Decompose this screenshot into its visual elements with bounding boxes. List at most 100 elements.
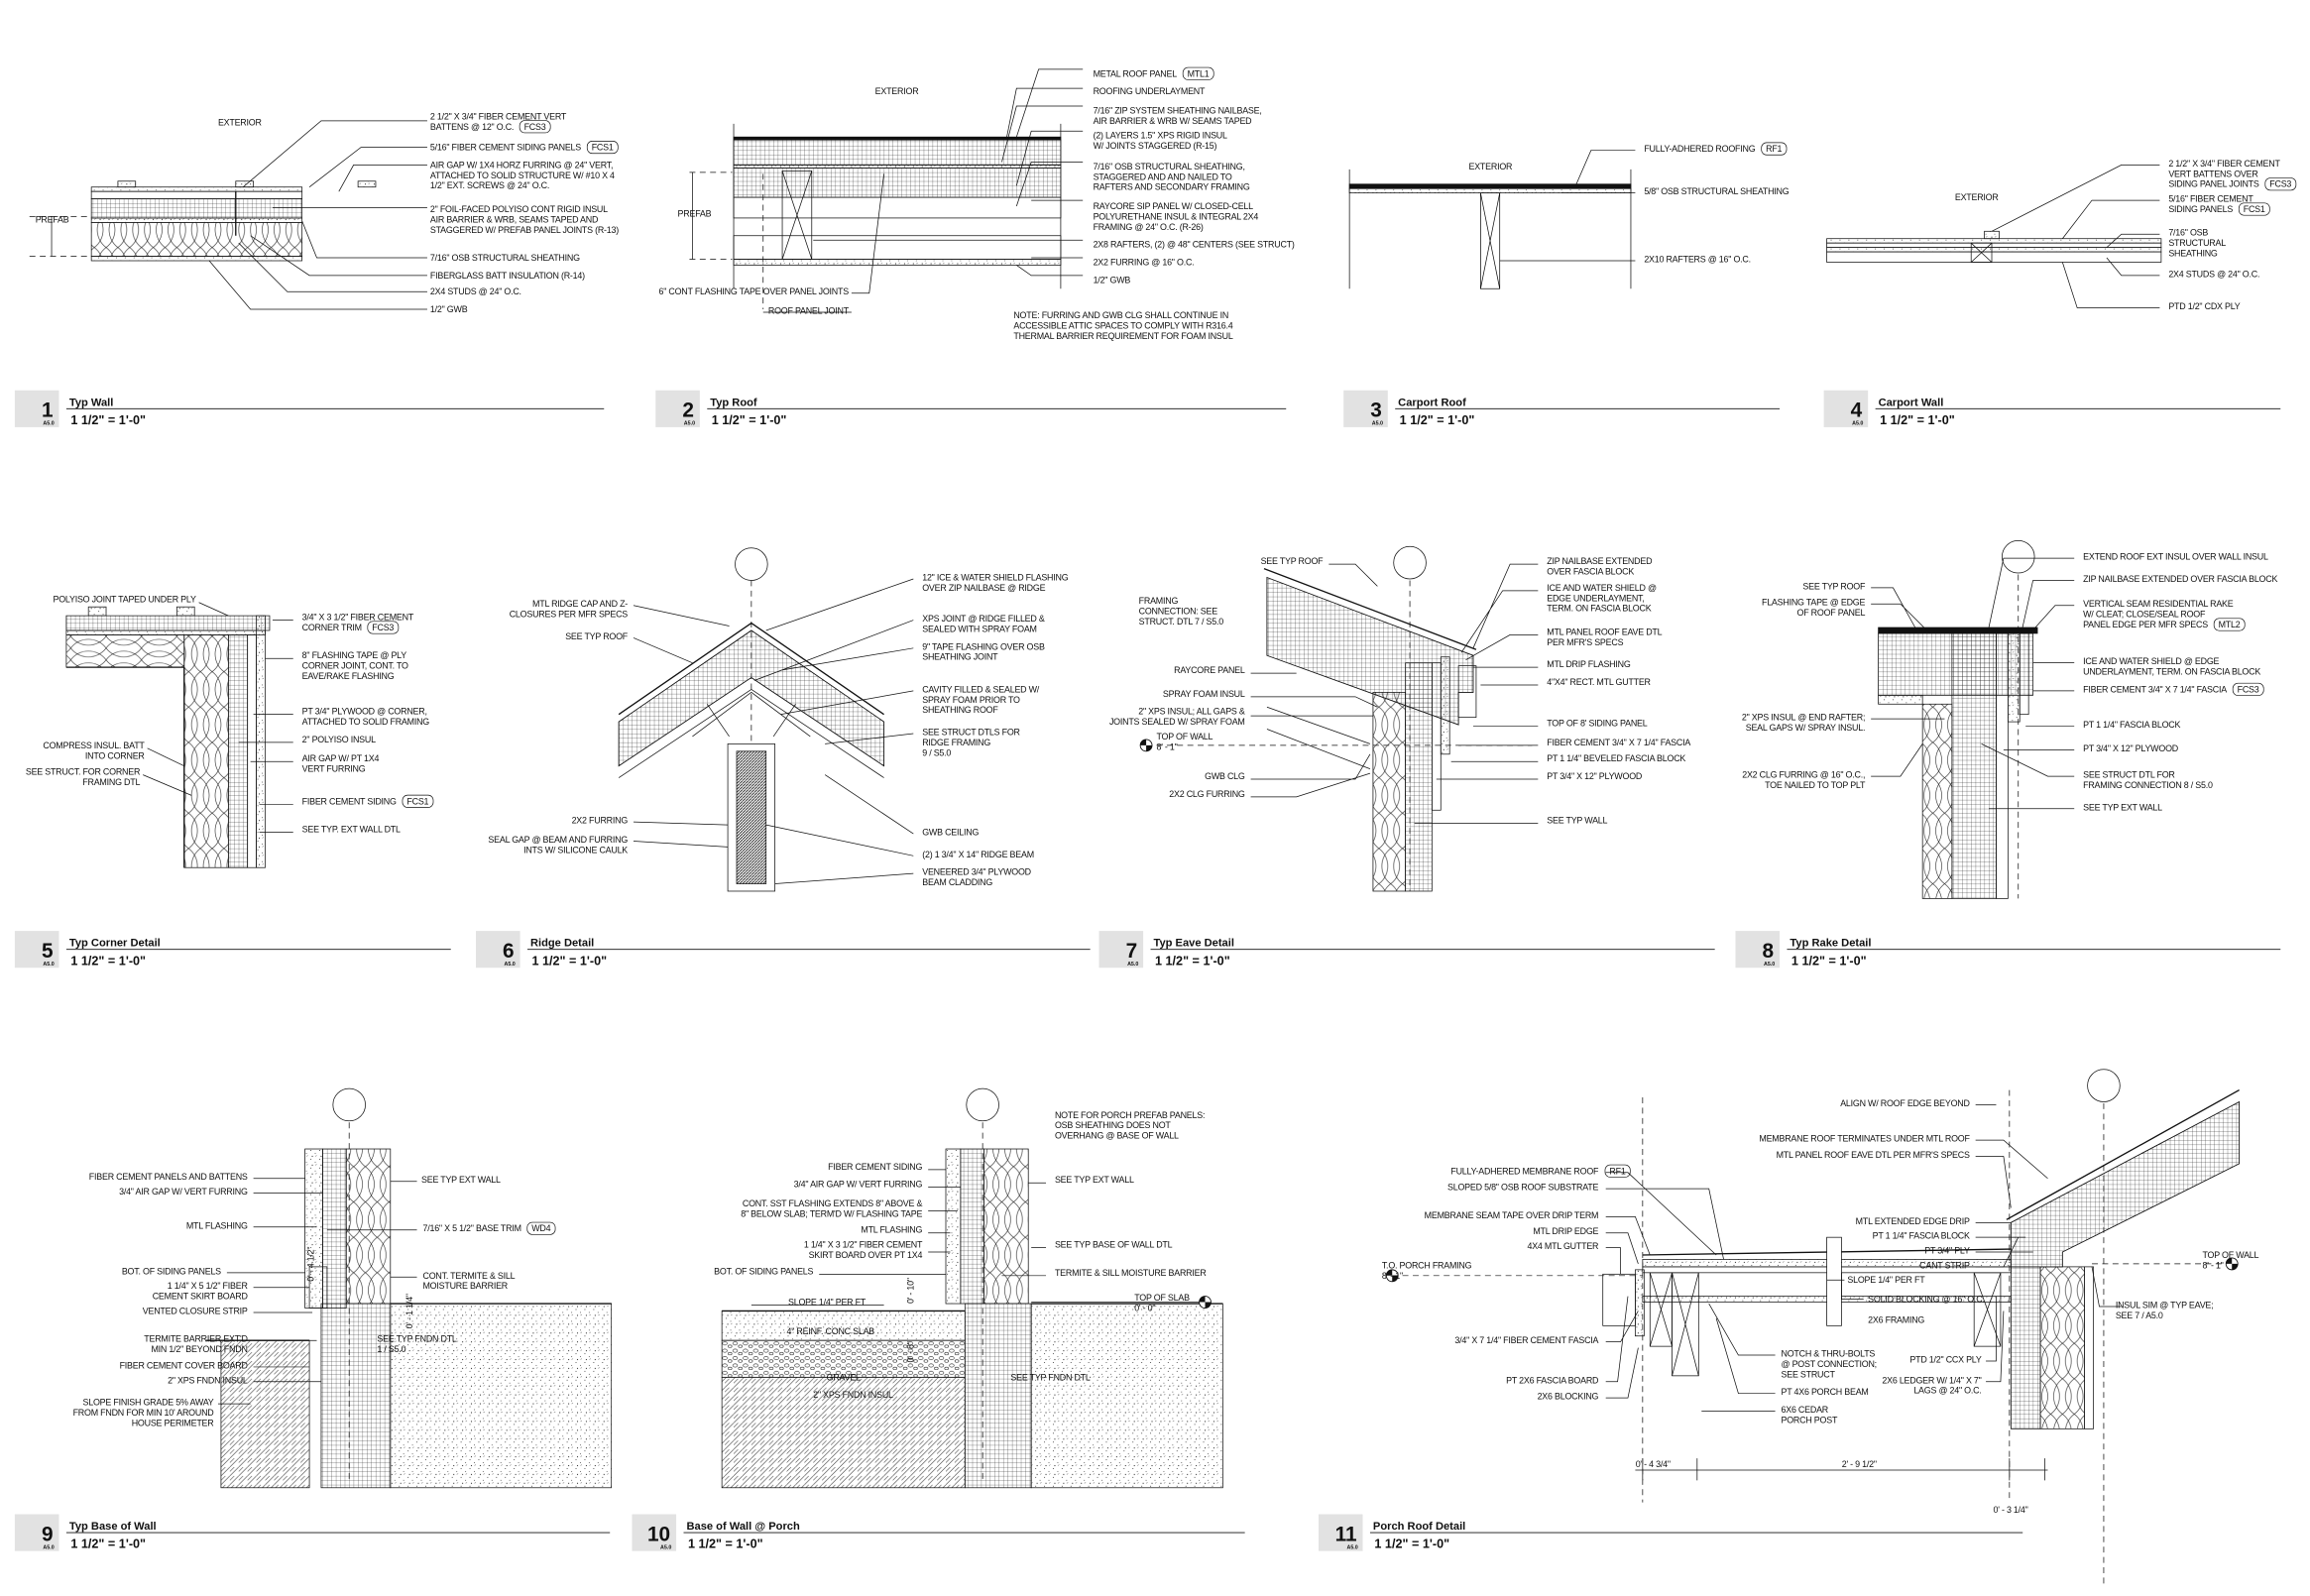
callout-text: VERT FURRING (302, 764, 366, 774)
callout-text: SEE STRUCT (1782, 1369, 1836, 1379)
callout-text: 0' - 10" (905, 1278, 915, 1304)
callout-text: PT 3/4" X 12" PLYWOOD (2083, 743, 2178, 753)
detail-title[interactable]: Carport Roof (1398, 397, 1466, 408)
callout-note: 2X2 FURRING (572, 816, 629, 826)
callout-text: CEMENT SKIRT BOARD (153, 1292, 248, 1302)
callout-text: ROOF PANEL JOINT (768, 306, 850, 316)
callout-note: MTL DRIP FLASHING (1547, 659, 1631, 669)
detail-title[interactable]: Typ Wall (69, 397, 114, 408)
detail-title[interactable]: Carport Wall (1879, 397, 1944, 408)
callout-text: FRAMING (1139, 596, 1179, 606)
callout-text: ROOFING UNDERLAYMENT (1094, 86, 1206, 96)
detail-title[interactable]: Typ Base of Wall (69, 1521, 157, 1533)
callout-text: MTL DRIP EDGE (1533, 1226, 1598, 1236)
callout-text: @ POST CONNECTION; (1782, 1359, 1877, 1369)
callout-text: 7/16" X 5 1/2" BASE TRIM (422, 1223, 520, 1233)
callout-text: FIBER CEMENT SIDING (302, 796, 397, 806)
callout-text: RAYCORE PANEL (1174, 665, 1245, 675)
callout-note: NOTCH & THRU-BOLTS@ POST CONNECTION;SEE … (1782, 1349, 1878, 1380)
callout-text: INSUL SIM @ TYP EAVE; (2116, 1301, 2214, 1311)
detail-title[interactable]: Typ Eave Detail (1154, 938, 1234, 950)
sheet-reference: A5.0 (1764, 962, 1775, 968)
detail-title[interactable]: Ridge Detail (530, 938, 594, 950)
detail-scale: 1 1/2" = 1'-0" (531, 954, 607, 968)
callout-text: TERMITE & SILL MOISTURE BARRIER (1055, 1268, 1207, 1278)
callout-text: SPRAY FOAM PRIOR TO (922, 695, 1020, 705)
callout-text: TERMITE BARRIER EXT'D (144, 1334, 247, 1344)
callout-text: 2" XPS INSUL; ALL GAPS & (1138, 707, 1245, 717)
callout-text: 2X2 CLG FURRING @ 16" O.C., (1742, 770, 1865, 780)
callout-text: SEE TYP EXT WALL (421, 1175, 501, 1185)
callout-text: PT 4X6 PORCH BEAM (1782, 1387, 1869, 1397)
callout-text: CAVITY FILLED & SEALED W/ (922, 684, 1040, 694)
callout-text: 1 / S5.0 (377, 1344, 405, 1354)
callout-note: SEE TYP. EXT WALL DTL (302, 825, 402, 835)
callout-note: MTL PANEL ROOF EAVE DTL PER MFR'S SPECS (1777, 1150, 1971, 1160)
callout-text: 0' - 4 1/2" (306, 1247, 316, 1282)
callout-text: MTL PANEL ROOF EAVE DTL PER MFR'S SPECS (1777, 1150, 1970, 1160)
material-tag: FCS3 (2269, 179, 2291, 189)
sheet-reference: A5.0 (43, 421, 54, 427)
callout-note: PREFAB (678, 208, 712, 218)
callout-text: NOTE FOR PORCH PREFAB PANELS: (1055, 1110, 1205, 1120)
detail-number: 2 (682, 399, 694, 422)
base-of-wall-porch-drawing (721, 1087, 1223, 1489)
callout-text: 8' - 1" (1156, 741, 1177, 751)
callout-text: SEAL GAP @ BEAM AND FURRING (488, 835, 628, 845)
material-tag: MTL1 (1188, 68, 1210, 78)
detail-title[interactable]: Typ Roof (710, 397, 757, 408)
callout-text: MTL RIDGE CAP AND Z- (532, 599, 628, 609)
callout-note: 2" FOIL-FACED POLYISO CONT RIGID INSULAI… (430, 204, 620, 235)
callout-text: SEE TYP. EXT WALL DTL (302, 825, 401, 835)
callout-text: 12" ICE & WATER SHIELD FLASHING (922, 572, 1068, 582)
detail-title[interactable]: Typ Rake Detail (1790, 938, 1871, 950)
callout-text: SHEATHING ROOF (922, 705, 998, 715)
typ-rake-drawing (1871, 539, 2075, 899)
callout-note: 2" XPS FNDN INSUL (813, 1390, 893, 1400)
callout-text: ICE AND WATER SHIELD @ (1547, 583, 1657, 593)
callout-note: 4" REINF. CONC SLAB (787, 1326, 875, 1336)
callout-text: 2X6 BLOCKING (1538, 1392, 1599, 1402)
callout-text: MEMBRANE ROOF TERMINATES UNDER MTL ROOF (1759, 1134, 1970, 1144)
section-marker-icon (2002, 539, 2035, 574)
detail-title[interactable]: Typ Corner Detail (69, 938, 161, 950)
callout-text: 0' - 4 3/4" (1636, 1459, 1671, 1469)
callout-note: 6" CONT FLASHING TAPE OVER PANEL JOINTS (658, 286, 849, 296)
callout-text: 2X4 STUDS @ 24" O.C. (2168, 269, 2259, 279)
material-tag: FCS1 (2244, 204, 2265, 214)
callout-text: SPRAY FOAM INSUL (1163, 689, 1245, 699)
material-tag-oval (402, 794, 434, 808)
detail-number-box (14, 390, 59, 427)
callout-text: RAYCORE SIP PANEL W/ CLOSED-CELL (1094, 201, 1254, 211)
callout-text: TOE NAILED TO TOP PLT (1765, 780, 1866, 790)
callout-text: FRAMING CONNECTION 8 / S5.0 (2083, 780, 2213, 790)
callout-text: ALIGN W/ ROOF EDGE BEYOND (1840, 1098, 1970, 1108)
callout-text: PT 3/4" X 12" PLYWOOD (1547, 771, 1642, 781)
callout-note: GRAVEL (827, 1372, 862, 1382)
detail-number: 1 (42, 399, 54, 422)
callout-text: METAL ROOF PANEL (1094, 68, 1178, 78)
callout-note: 2X4 STUDS @ 24" O.C. (2168, 269, 2259, 279)
detail-scale: 1 1/2" = 1'-0" (712, 413, 787, 427)
detail-title[interactable]: Porch Roof Detail (1373, 1521, 1465, 1533)
callout-note: VENTED CLOSURE STRIP (143, 1306, 248, 1315)
detail-title[interactable]: Base of Wall @ Porch (686, 1521, 799, 1533)
callout-text: SIDING PANELS (2168, 204, 2233, 214)
callout-text: SKIRT BOARD OVER PT 1X4 (809, 1250, 923, 1260)
callout-note: FIBER CEMENT SIDING (828, 1162, 923, 1172)
detail-number-box (1098, 931, 1144, 969)
callout-text: 3/4" X 3 1/2" FIBER CEMENT (302, 613, 414, 623)
